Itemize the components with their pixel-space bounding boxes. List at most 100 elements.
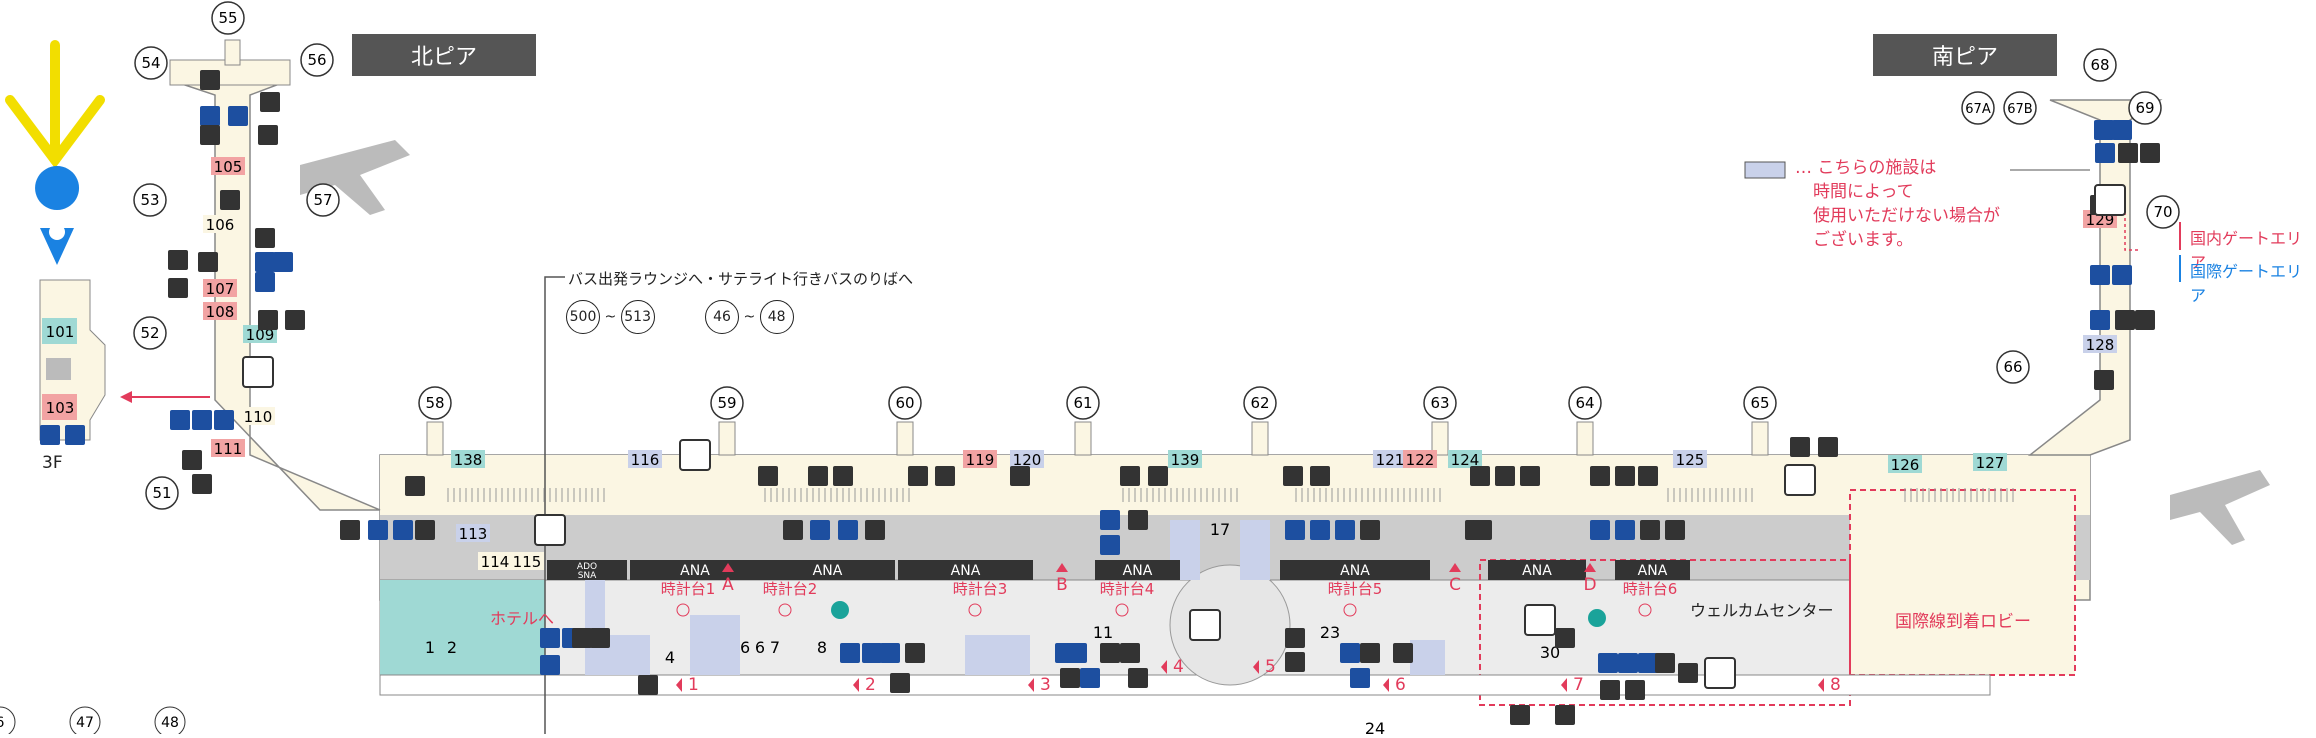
- facility-icon[interactable]: [1148, 466, 1168, 486]
- facility-icon[interactable]: [258, 310, 278, 330]
- facility-icon[interactable]: [572, 628, 592, 648]
- restroom-icon[interactable]: [880, 643, 900, 663]
- facility-icon[interactable]: [638, 675, 658, 695]
- restroom-icon[interactable]: [1285, 520, 1305, 540]
- restroom-icon[interactable]: [368, 520, 388, 540]
- restroom-icon[interactable]: [838, 520, 858, 540]
- facility-icon[interactable]: [865, 520, 885, 540]
- restroom-icon[interactable]: [255, 252, 275, 272]
- facility-icon[interactable]: [200, 125, 220, 145]
- gate-circle-59[interactable]: [710, 386, 744, 420]
- facility-icon[interactable]: [405, 476, 425, 496]
- facility-icon[interactable]: [1555, 705, 1575, 725]
- facility-icon[interactable]: [2140, 143, 2160, 163]
- entrance-number-2[interactable]: 2: [865, 675, 876, 695]
- facility-icon[interactable]: [1665, 520, 1685, 540]
- facility-icon[interactable]: [908, 466, 928, 486]
- facility-icon[interactable]: [1472, 520, 1492, 540]
- gate-circle-69[interactable]: [2128, 91, 2162, 125]
- entrance-number-1[interactable]: 1: [688, 675, 699, 695]
- entrance-number-7[interactable]: 7: [1573, 675, 1584, 695]
- facility-icon[interactable]: [1010, 466, 1030, 486]
- gate-circle-68[interactable]: [2083, 48, 2117, 82]
- gate-circle-60[interactable]: [888, 386, 922, 420]
- restroom-icon[interactable]: [65, 425, 85, 445]
- gate-circle-54[interactable]: [134, 46, 168, 80]
- gate-circle-57[interactable]: [306, 183, 340, 217]
- facility-icon[interactable]: [758, 466, 778, 486]
- elevator-icon[interactable]: [242, 356, 274, 388]
- facility-icon[interactable]: [1495, 466, 1515, 486]
- restroom-icon[interactable]: [1618, 653, 1638, 673]
- facility-icon[interactable]: [1600, 680, 1620, 700]
- restroom-icon[interactable]: [214, 410, 234, 430]
- restroom-icon[interactable]: [1638, 653, 1658, 673]
- restroom-icon[interactable]: [192, 410, 212, 430]
- facility-icon[interactable]: [200, 70, 220, 90]
- facility-icon[interactable]: [905, 643, 925, 663]
- gate-circle-62[interactable]: [1243, 386, 1277, 420]
- information-icon[interactable]: [1588, 609, 1606, 627]
- facility-icon[interactable]: [2094, 370, 2114, 390]
- facility-icon[interactable]: [1060, 668, 1080, 688]
- facility-icon[interactable]: [1285, 652, 1305, 672]
- facility-icon[interactable]: [1520, 466, 1540, 486]
- restroom-icon[interactable]: [840, 643, 860, 663]
- bottom-gate-circle-6[interactable]: [0, 706, 16, 738]
- elevator-icon[interactable]: [1784, 464, 1816, 496]
- restroom-icon[interactable]: [1067, 643, 1087, 663]
- facility-icon[interactable]: [1640, 520, 1660, 540]
- restroom-icon[interactable]: [1590, 520, 1610, 540]
- gate-circle-58[interactable]: [418, 386, 452, 420]
- restroom-icon[interactable]: [255, 272, 275, 292]
- facility-icon[interactable]: [255, 228, 275, 248]
- gate-circle-55[interactable]: [211, 1, 245, 35]
- facility-icon[interactable]: [2118, 143, 2138, 163]
- facility-icon[interactable]: [1120, 643, 1140, 663]
- elevator-icon[interactable]: [534, 514, 566, 546]
- facility-icon[interactable]: [258, 125, 278, 145]
- elevator-icon[interactable]: [2094, 184, 2126, 216]
- restroom-icon[interactable]: [1310, 520, 1330, 540]
- facility-icon[interactable]: [1555, 628, 1575, 648]
- facility-icon[interactable]: [1128, 510, 1148, 530]
- facility-icon[interactable]: [1100, 643, 1120, 663]
- elevator-icon[interactable]: [679, 439, 711, 471]
- facility-icon[interactable]: [1638, 466, 1658, 486]
- restroom-icon[interactable]: [1340, 643, 1360, 663]
- restroom-icon[interactable]: [862, 643, 882, 663]
- entrance-number-6[interactable]: 6: [1395, 675, 1406, 695]
- facility-icon[interactable]: [1360, 643, 1380, 663]
- restroom-icon[interactable]: [540, 628, 560, 648]
- facility-icon[interactable]: [833, 466, 853, 486]
- gate-circle-52[interactable]: [133, 316, 167, 350]
- restroom-icon[interactable]: [228, 106, 248, 126]
- facility-icon[interactable]: [182, 450, 202, 470]
- facility-icon[interactable]: [590, 628, 610, 648]
- facility-icon[interactable]: [340, 520, 360, 540]
- facility-icon[interactable]: [1818, 437, 1838, 457]
- restroom-icon[interactable]: [2090, 310, 2110, 330]
- facility-icon[interactable]: [1285, 628, 1305, 648]
- facility-icon[interactable]: [890, 673, 910, 693]
- restroom-icon[interactable]: [1350, 668, 1370, 688]
- restroom-icon[interactable]: [810, 520, 830, 540]
- restroom-icon[interactable]: [2112, 265, 2132, 285]
- gate-circle-70[interactable]: [2146, 195, 2180, 229]
- facility-icon[interactable]: [1678, 663, 1698, 683]
- facility-icon[interactable]: [1655, 653, 1675, 673]
- restroom-icon[interactable]: [1598, 653, 1618, 673]
- restroom-icon[interactable]: [1100, 535, 1120, 555]
- facility-icon[interactable]: [198, 252, 218, 272]
- facility-icon[interactable]: [935, 466, 955, 486]
- facility-icon[interactable]: [2135, 310, 2155, 330]
- elevator-icon[interactable]: [1524, 604, 1556, 636]
- facility-icon[interactable]: [1120, 466, 1140, 486]
- facility-icon[interactable]: [1615, 466, 1635, 486]
- gate-circle-51[interactable]: [145, 476, 179, 510]
- entrance-number-8[interactable]: 8: [1830, 675, 1841, 695]
- restroom-icon[interactable]: [40, 425, 60, 445]
- gate-circle-56[interactable]: [300, 43, 334, 77]
- facility-icon[interactable]: [260, 92, 280, 112]
- facility-icon[interactable]: [168, 250, 188, 270]
